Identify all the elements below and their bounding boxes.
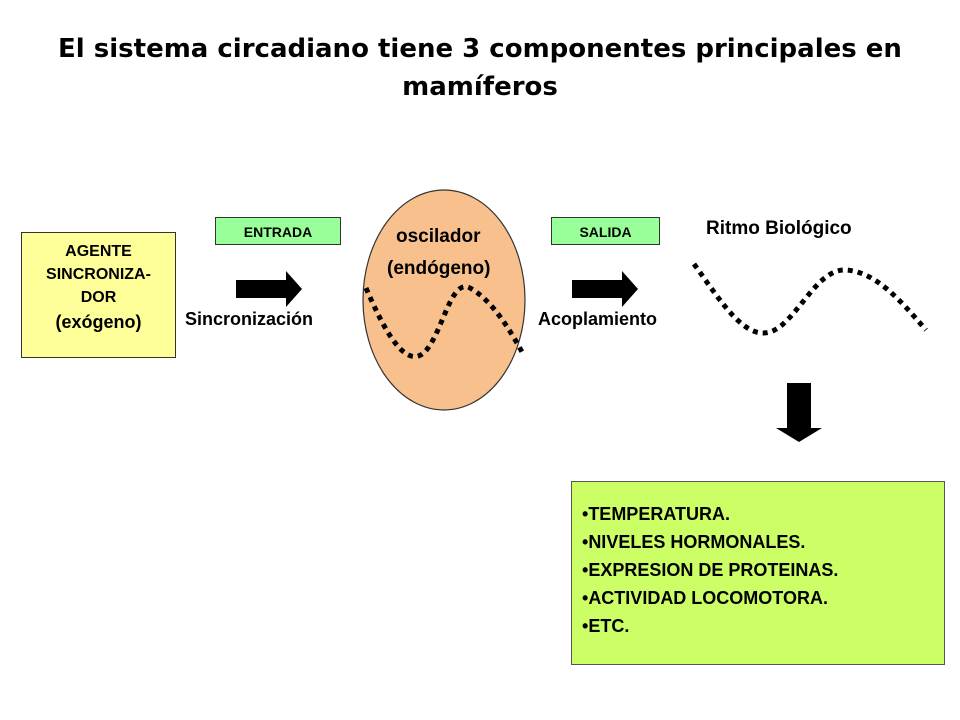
output-item: ACTIVIDAD LOCOMOTORA. — [582, 584, 944, 612]
agent-line-2: SINCRONIZA- — [46, 266, 151, 283]
outputs-list: TEMPERATURA. NIVELES HORMONALES. EXPRESI… — [582, 500, 944, 640]
output-item: NIVELES HORMONALES. — [582, 528, 944, 556]
oscillator-ellipse — [362, 189, 526, 411]
oscillator-label: oscilador — [396, 226, 481, 247]
output-item: TEMPERATURA. — [582, 500, 944, 528]
entrada-tag: ENTRADA — [215, 217, 341, 245]
sincronizacion-label: Sincronización — [185, 309, 314, 329]
acoplamiento-label: Acoplamiento — [538, 309, 658, 329]
agent-line-3: DOR — [80, 289, 117, 306]
agent-line-4: (exógeno) — [55, 312, 142, 332]
salida-tag: SALIDA — [551, 217, 660, 245]
outputs-box: TEMPERATURA. NIVELES HORMONALES. EXPRESI… — [571, 481, 945, 665]
agent-box: AGENTE SINCRONIZA- DOR (exógeno) — [21, 232, 176, 358]
oscillator-sublabel: (endógeno) — [387, 258, 491, 279]
title-line-2: mamíferos — [402, 72, 558, 102]
output-item: EXPRESION DE PROTEINAS. — [582, 556, 944, 584]
page-title: El sistema circadiano tiene 3 componente… — [0, 30, 960, 106]
ritmo-label: Ritmo Biológico — [706, 218, 852, 239]
rhythm-wave — [691, 262, 928, 336]
down-arrow — [776, 383, 822, 442]
salida-arrow — [572, 271, 638, 307]
entrada-arrow — [236, 271, 302, 307]
oscillator-wave — [363, 284, 525, 359]
title-line-1: El sistema circadiano tiene 3 componente… — [58, 34, 902, 64]
agent-line-1: AGENTE — [65, 243, 132, 260]
output-item: ETC. — [582, 612, 944, 640]
